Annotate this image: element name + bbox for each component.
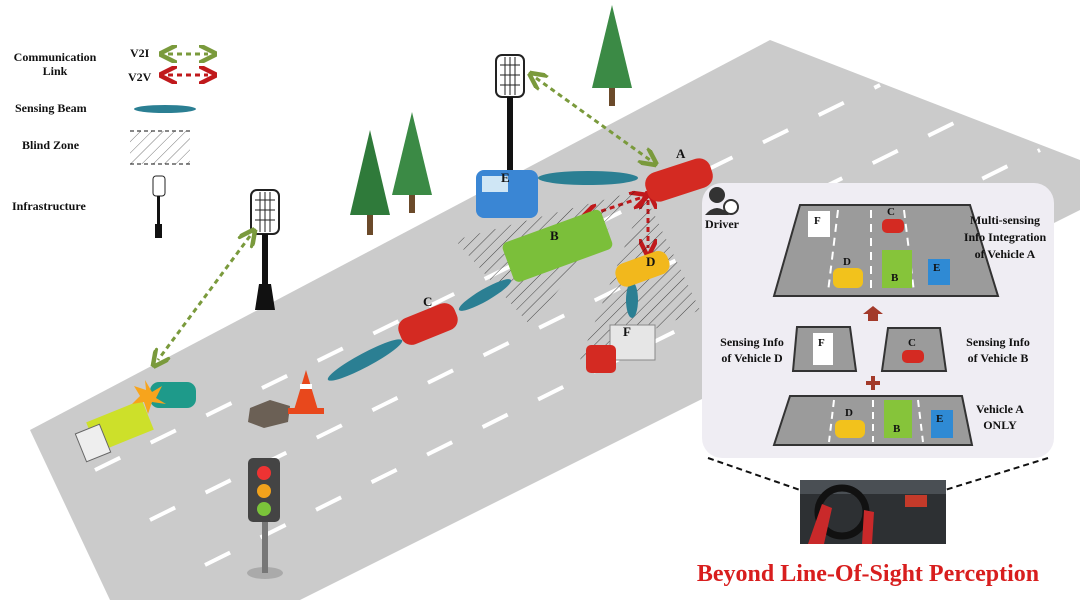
svg-text:Vehicle A: Vehicle A (976, 402, 1024, 416)
vehicle-c: C (398, 294, 458, 345)
title: Beyond Line-Of-Sight Perception (697, 561, 1039, 587)
svg-text:Sensing Beam: Sensing Beam (15, 101, 87, 115)
svg-text:of Vehicle B: of Vehicle B (968, 351, 1029, 365)
svg-text:F: F (623, 324, 631, 339)
tree-icon (350, 5, 632, 235)
svg-text:ONLY: ONLY (983, 418, 1017, 432)
svg-text:V2I: V2I (130, 46, 150, 60)
perception-panel: Driver F C D B E Multi-sensing Info Inte… (702, 183, 1054, 491)
accident (74, 380, 196, 463)
vehicle-e: E (476, 170, 538, 218)
driver-icon (705, 187, 739, 215)
v2i-link (158, 236, 250, 360)
svg-text:of Vehicle D: of Vehicle D (721, 351, 783, 365)
svg-text:Info Integration: Info Integration (964, 230, 1047, 244)
svg-text:Driver: Driver (705, 217, 740, 231)
vehicle-a: A (645, 146, 713, 202)
arrow-up-icon (863, 306, 883, 321)
svg-text:F: F (818, 337, 825, 349)
svg-text:E: E (501, 170, 510, 185)
svg-text:Sensing Info: Sensing Info (720, 335, 784, 349)
svg-text:A: A (676, 146, 686, 161)
svg-text:E: E (933, 262, 940, 274)
svg-text:D: D (843, 256, 851, 268)
svg-text:C: C (887, 206, 895, 218)
infrastructure-icon (250, 189, 280, 310)
svg-text:F: F (814, 215, 821, 227)
svg-text:B: B (893, 423, 901, 435)
svg-text:Multi-sensing: Multi-sensing (970, 213, 1040, 227)
svg-text:D: D (845, 407, 853, 419)
svg-text:D: D (646, 254, 655, 269)
obstacle (248, 370, 324, 428)
vehicle-f: F (586, 324, 656, 373)
svg-text:Infrastructure: Infrastructure (12, 199, 86, 213)
svg-text:of Vehicle A: of Vehicle A (975, 247, 1036, 261)
vehicle-d: D (615, 250, 670, 287)
plus-icon (866, 376, 880, 390)
svg-text:Blind Zone: Blind Zone (22, 138, 80, 152)
svg-text:Link: Link (43, 64, 68, 78)
legend: Communication Link V2I V2V Sensing Beam … (12, 46, 208, 238)
car-interior (800, 480, 946, 544)
v2i-link (536, 78, 650, 160)
infrastructure-icon (495, 54, 525, 177)
svg-text:C: C (908, 337, 916, 349)
vehicle-b: B (502, 209, 613, 282)
svg-text:V2V: V2V (128, 70, 152, 84)
svg-text:B: B (891, 272, 899, 284)
svg-text:E: E (936, 413, 943, 425)
svg-text:Communication: Communication (14, 50, 97, 64)
traffic-light-icon (247, 458, 283, 579)
sensing-beam (327, 171, 638, 381)
svg-text:B: B (550, 228, 559, 243)
svg-text:C: C (423, 294, 432, 309)
svg-text:Sensing Info: Sensing Info (966, 335, 1030, 349)
